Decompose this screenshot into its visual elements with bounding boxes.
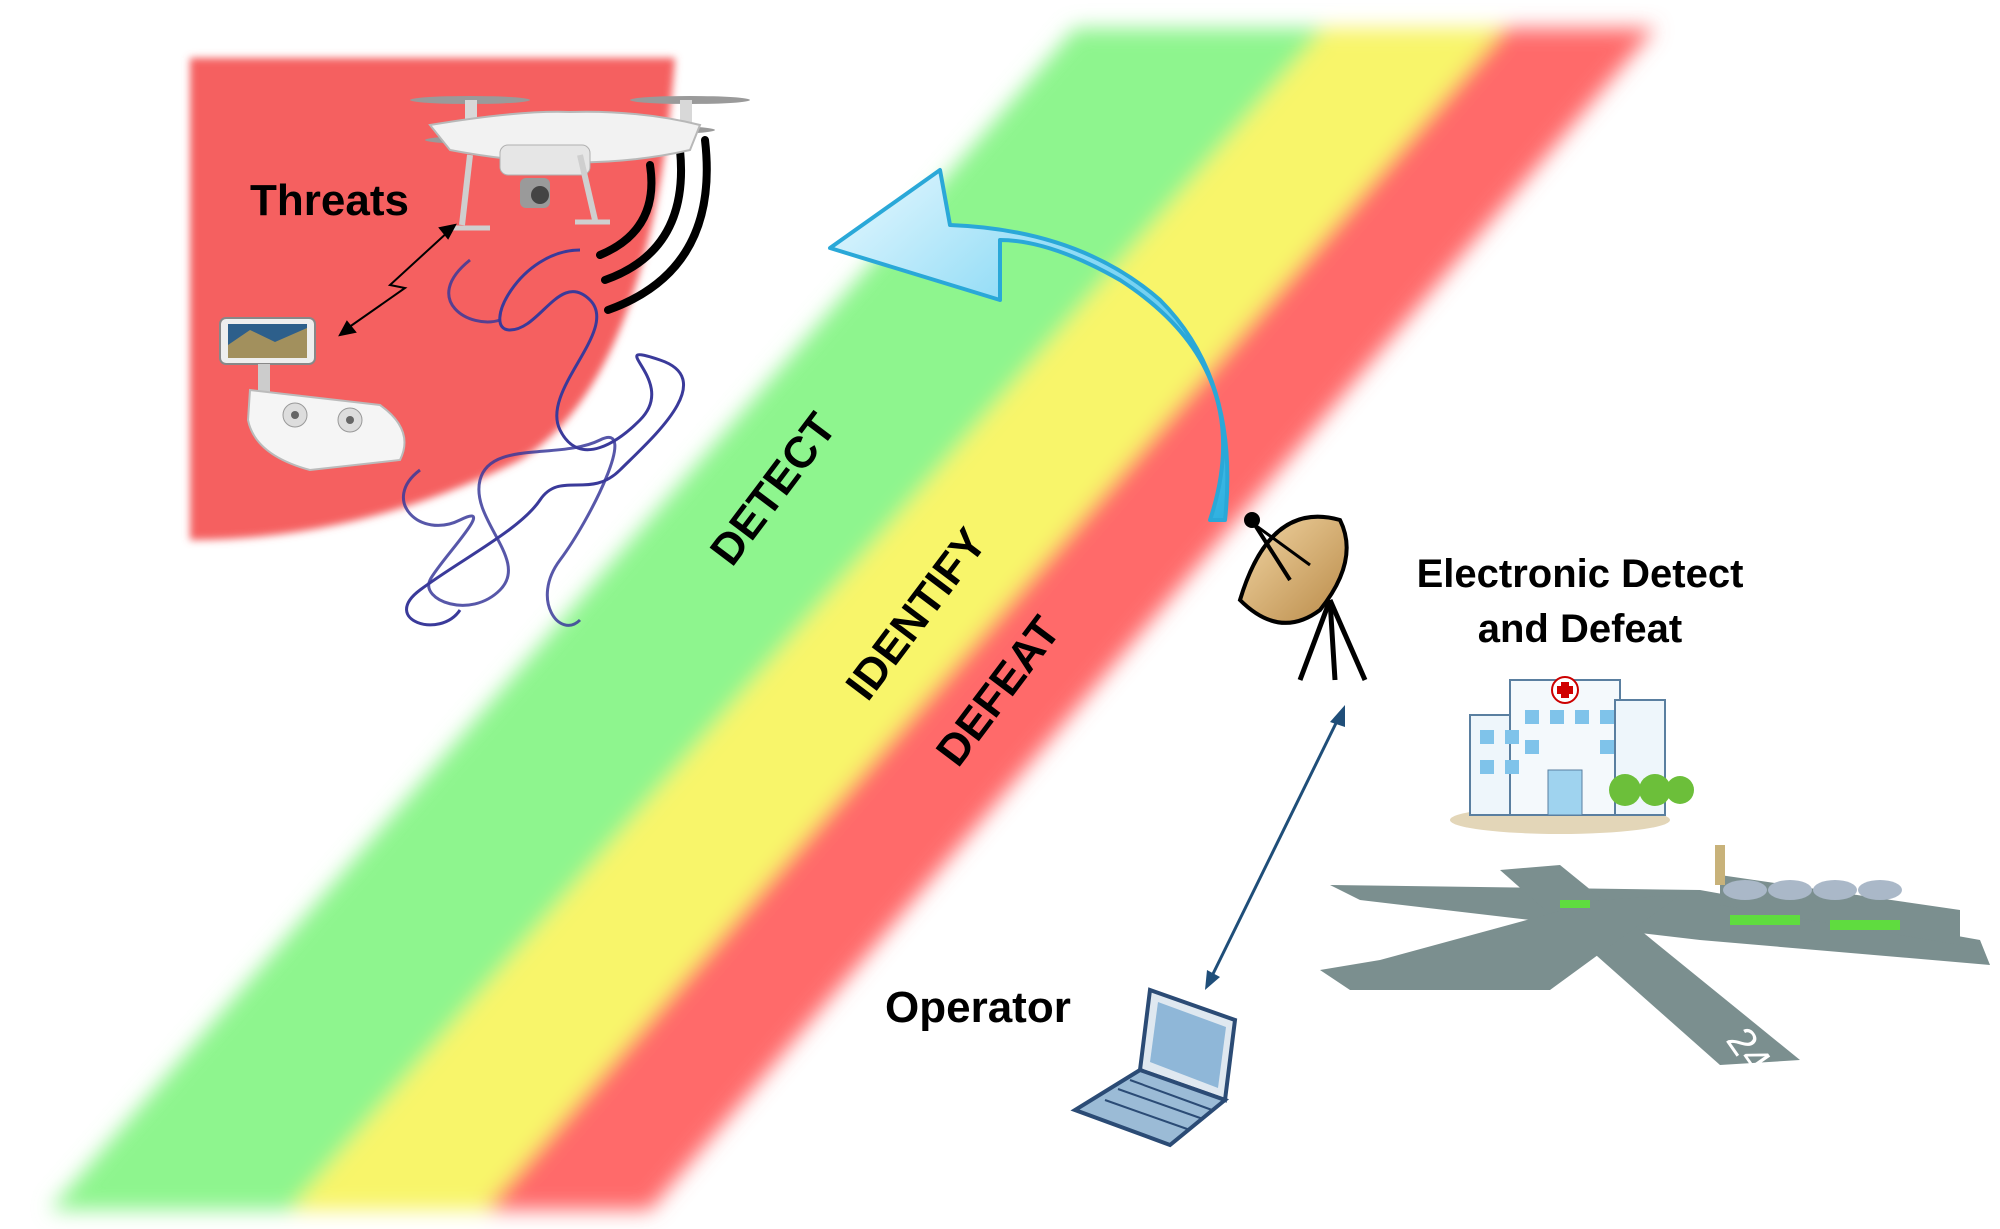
rf-signal-wave-lower (401, 258, 617, 627)
airport-runway-icon: 24 (1320, 845, 1990, 1082)
detect-band (50, 28, 1325, 1210)
emission-arcs (596, 136, 711, 314)
drone-icon (410, 96, 750, 231)
electronic-detect-label-line2: and Defeat (1478, 607, 1683, 651)
identify-band (290, 28, 1505, 1210)
return-arrow-icon (828, 168, 1230, 522)
operator-label: Operator (885, 983, 1071, 1032)
laptop-icon (1070, 987, 1238, 1148)
remote-controller-icon (219, 317, 406, 472)
hospital-icon (1450, 676, 1694, 834)
zone-bands (50, 28, 1655, 1210)
control-link-arrow (338, 223, 457, 337)
defeat-band (485, 28, 1655, 1210)
electronic-detect-label-line1: Electronic Detect (1417, 552, 1744, 596)
rf-signal-wave (405, 248, 685, 627)
satellite-dish-icon (1237, 512, 1368, 682)
operator-link-arrow (1205, 705, 1345, 990)
threats-label: Threats (250, 176, 409, 225)
